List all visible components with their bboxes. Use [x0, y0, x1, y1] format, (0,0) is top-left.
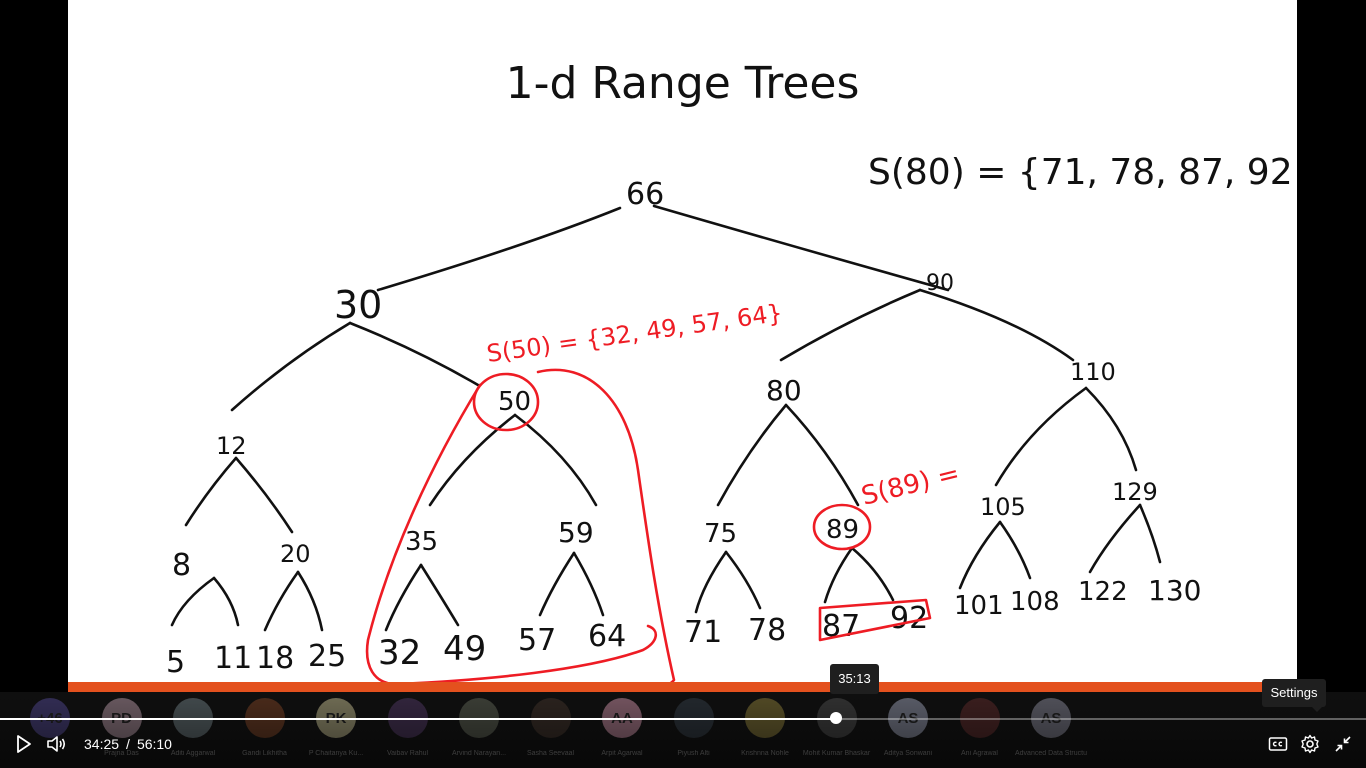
volume-button[interactable]	[45, 733, 67, 755]
settings-button[interactable]	[1299, 733, 1321, 755]
leaf-9: 78	[748, 613, 786, 648]
slide-title: 1-d Range Trees	[505, 58, 860, 109]
hover-time-tooltip: 35:13	[830, 664, 879, 694]
leaf-0: 5	[166, 645, 185, 680]
annotation-s50: S(50) = {32, 49, 57, 64}	[485, 299, 784, 368]
node-l2-1: 50	[498, 387, 531, 417]
leaf-5: 49	[443, 629, 486, 669]
leaf-8: 71	[684, 615, 722, 650]
node-l3-7: 129	[1112, 478, 1158, 506]
leaf-1: 11	[214, 641, 252, 676]
tree-drawing: 66 30 90 12 50 80 110 8 20 35 59 75 89 1…	[166, 152, 1297, 691]
node-l1-1: 90	[926, 271, 954, 296]
settings-tooltip: Settings	[1262, 679, 1326, 712]
node-l3-5: 89	[826, 515, 859, 545]
leaf-7: 64	[588, 619, 626, 654]
node-l1-0: 30	[334, 283, 382, 327]
lecture-slide: 1-d Range Trees	[68, 0, 1297, 692]
tree-edges	[170, 204, 1162, 632]
progress-bar[interactable]	[0, 718, 1366, 720]
volume-icon	[47, 736, 66, 752]
captions-icon	[1268, 737, 1288, 751]
player-controls	[0, 692, 1366, 768]
leaf-13: 108	[1010, 587, 1060, 617]
leaf-12: 101	[954, 591, 1004, 621]
play-icon	[17, 735, 31, 753]
leaf-15: 130	[1148, 574, 1201, 607]
node-l3-3: 59	[558, 516, 594, 549]
annotation-s80: S(80) = {71, 78, 87, 92}	[868, 152, 1297, 193]
node-l2-3: 110	[1070, 358, 1116, 386]
leaf-3: 25	[308, 639, 346, 674]
time-separator: /	[126, 736, 130, 752]
settings-icon	[1301, 734, 1319, 754]
leaf-14: 122	[1078, 577, 1128, 607]
exit-fullscreen-icon	[1335, 736, 1351, 752]
leaf-2: 18	[256, 641, 294, 676]
annotation-s89: S(89) =	[858, 459, 962, 512]
play-button[interactable]	[12, 733, 34, 755]
node-l2-2: 80	[766, 374, 802, 407]
scrub-handle[interactable]	[829, 712, 842, 724]
node-root: 66	[626, 177, 664, 212]
slide-bottom-bar	[68, 682, 1297, 692]
controls-shade	[0, 692, 1366, 768]
time-display: 34:25 / 56:10	[84, 736, 172, 752]
exit-fullscreen-button[interactable]	[1332, 733, 1354, 755]
leaf-6: 57	[518, 623, 556, 658]
node-l3-0: 8	[172, 548, 191, 583]
captions-button[interactable]	[1267, 733, 1289, 755]
node-l3-1: 20	[280, 540, 311, 568]
leaf-4: 32	[378, 633, 421, 673]
node-l3-2: 35	[405, 527, 438, 557]
node-l3-4: 75	[704, 519, 737, 549]
node-l3-6: 105	[980, 493, 1026, 521]
node-l2-0: 12	[216, 432, 247, 460]
current-time: 34:25	[84, 736, 120, 752]
progress-fill	[0, 718, 836, 720]
duration: 56:10	[136, 736, 172, 752]
